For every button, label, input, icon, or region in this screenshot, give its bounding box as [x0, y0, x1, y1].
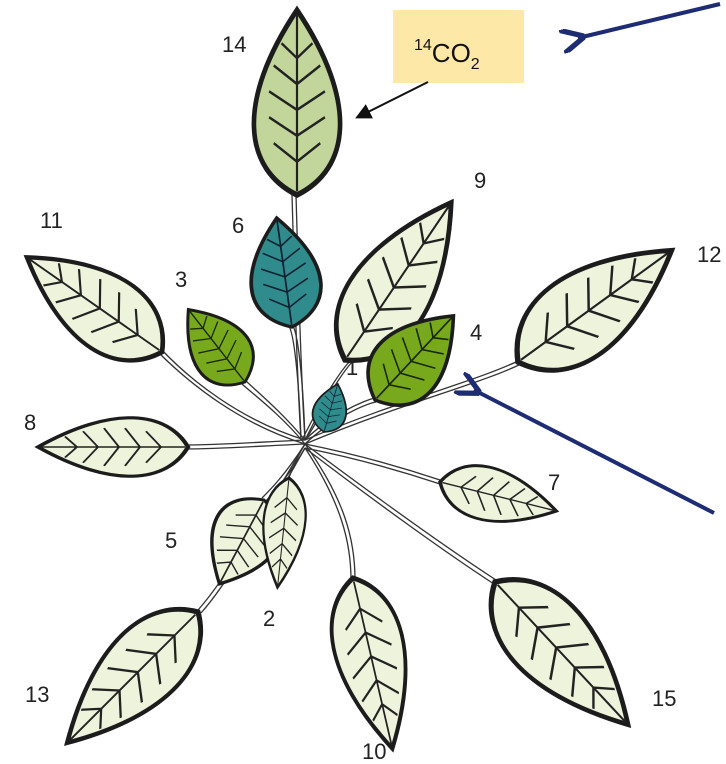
blue-arrow-right: [474, 390, 715, 515]
label-7: 7: [548, 470, 560, 495]
label-6: 6: [232, 213, 244, 238]
label-1: 1: [346, 355, 358, 380]
leaf-11: [5, 227, 183, 383]
label-3: 3: [175, 267, 187, 292]
leaf-labels: 1 2 3 4 5 6 7 8 9 10 11 12 13 14 15: [24, 32, 721, 764]
leaf-12: [493, 217, 696, 396]
label-14: 14: [222, 32, 246, 57]
label-8: 8: [24, 410, 36, 435]
leaf-1: [308, 379, 354, 436]
leaf-10: [319, 570, 426, 756]
label-9: 9: [474, 168, 486, 193]
label-15: 15: [652, 686, 676, 711]
leaf-15: [466, 555, 658, 753]
leaf-7: [434, 456, 563, 536]
label-4: 4: [470, 320, 482, 345]
label-13: 13: [25, 682, 49, 707]
label-5: 5: [165, 528, 177, 553]
leaf-3: [165, 292, 268, 400]
petioles: [157, 194, 522, 614]
leaf-6: [242, 213, 326, 332]
label-12: 12: [697, 242, 721, 267]
label-11: 11: [40, 208, 63, 233]
leaf-2: [257, 476, 310, 590]
leaf-8: [38, 418, 188, 476]
leaf-14: [254, 10, 340, 195]
blue-arrow-top: [578, 2, 721, 38]
co2-label: 14CO2: [414, 37, 480, 73]
leaf-13: [41, 585, 225, 764]
co2-arrow: [355, 81, 429, 119]
label-2: 2: [263, 606, 275, 631]
label-10: 10: [362, 739, 386, 764]
co2-label-box: [393, 10, 524, 83]
